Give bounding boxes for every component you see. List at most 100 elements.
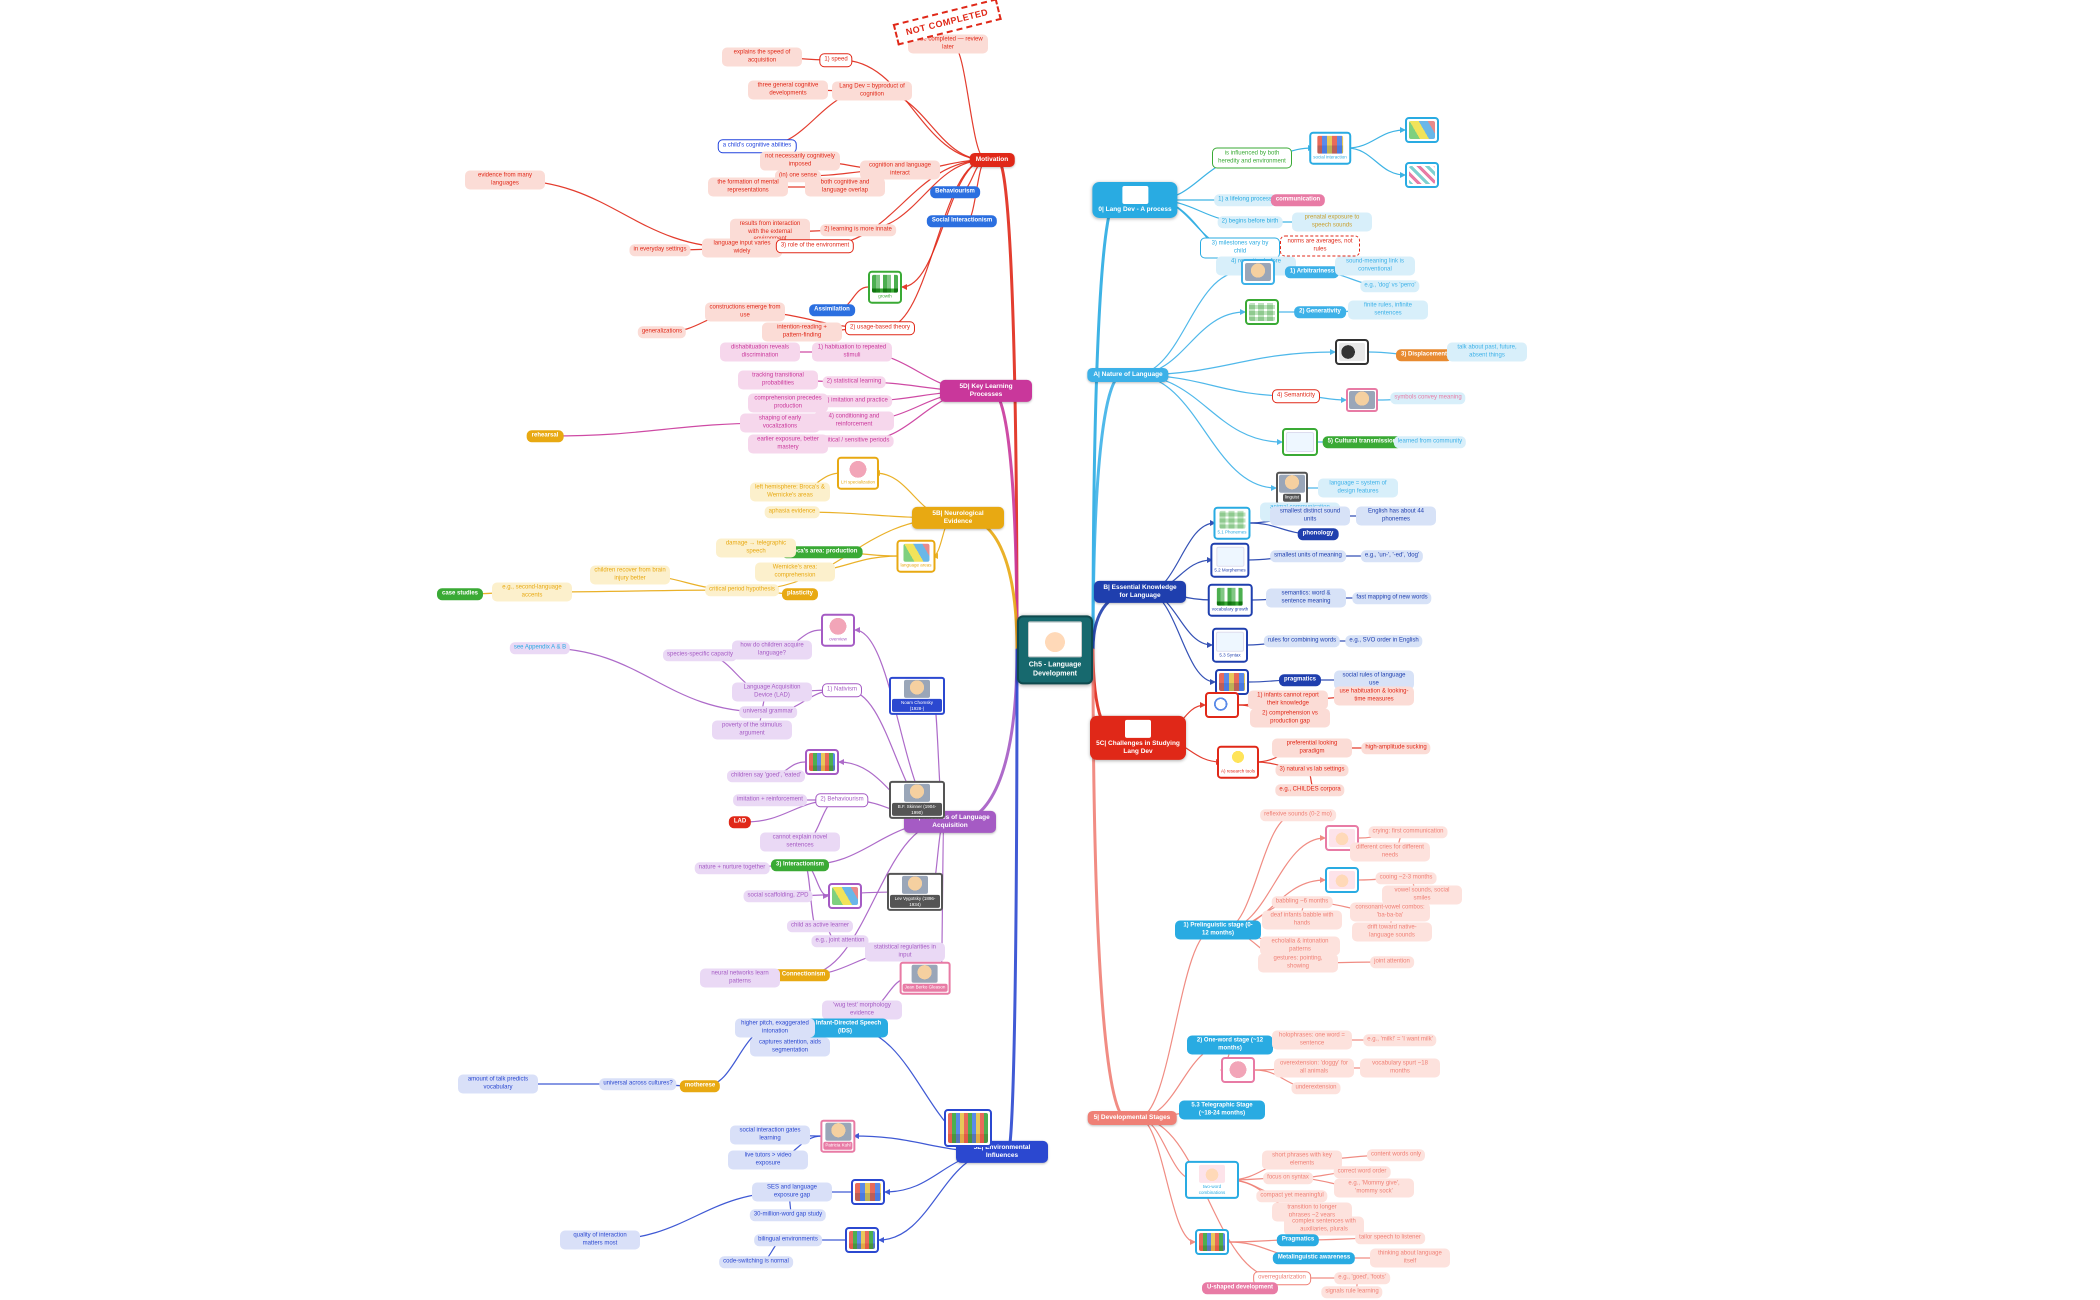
mindmap-node-b3[interactable]: English has about 44 phonemes	[1356, 506, 1436, 526]
mindmap-node-s11[interactable]: deaf infants babble with hands	[1262, 910, 1342, 930]
mindmap-node-c4[interactable]: 2) comprehension vs production gap	[1250, 708, 1330, 728]
mindmap-node-m23[interactable]: intention-reading + pattern-finding	[762, 322, 842, 342]
mindmap-node-m21[interactable]: 2) usage-based theory	[844, 321, 916, 335]
mindmap-node-t19[interactable]	[828, 883, 862, 909]
mindmap-node-n2[interactable]: left hemisphere: Broca's & Wernicke's ar…	[750, 482, 830, 502]
mindmap-node-m4[interactable]: Lang Dev = byproduct of cognition	[832, 81, 912, 101]
mindmap-node-m8[interactable]: cognition and language interact	[860, 160, 940, 180]
mindmap-node-t26[interactable]: 'wug test' morphology evidence	[822, 1000, 902, 1020]
branch-label-keylearning[interactable]: 5D| Key Learning Processes	[940, 379, 1032, 403]
mindmap-node-m12[interactable]: 2) learning is more innate	[820, 224, 896, 236]
branch-label-essential[interactable]: B| Essential Knowledge for Language	[1094, 580, 1186, 604]
mindmap-node-a16[interactable]: learned from community	[1393, 436, 1467, 448]
mindmap-node-c1[interactable]	[1205, 692, 1239, 718]
mindmap-node-e7[interactable]: Patricia Kuhl	[820, 1119, 856, 1153]
mindmap-node-p11[interactable]: norms are averages, not rules	[1280, 235, 1360, 257]
mindmap-node-p4[interactable]	[1405, 162, 1439, 188]
mindmap-node-e15[interactable]: code-switching is normal	[719, 1256, 793, 1268]
mindmap-node-a9[interactable]: 3) Displacement	[1395, 349, 1453, 361]
mindmap-node-b10[interactable]: fast mapping of new words	[1352, 592, 1432, 604]
mindmap-node-t17[interactable]: nature + nurture together	[694, 862, 770, 874]
mindmap-node-s12[interactable]: drift toward native-language sounds	[1352, 922, 1432, 942]
mindmap-node-s13[interactable]: echolalia & intonation patterns	[1260, 936, 1340, 956]
mindmap-node-n9[interactable]: plasticity	[781, 588, 819, 600]
mindmap-node-t12[interactable]: 2) Behaviourism	[815, 793, 869, 807]
branch-label-neuro[interactable]: 5B| Neurological Evidence	[912, 506, 1004, 530]
mindmap-node-e8[interactable]: social interaction gates learning	[730, 1125, 810, 1145]
mindmap-node-s23[interactable]: vocabulary spurt ~18 months	[1360, 1058, 1440, 1078]
mindmap-node-s24[interactable]: 5.3 Telegraphic Stage (~18-24 months)	[1179, 1100, 1265, 1120]
mindmap-node-m10[interactable]: both cognitive and language overlap	[805, 177, 885, 197]
mindmap-node-s7[interactable]: cooing ~2-3 months	[1375, 872, 1437, 884]
central-topic[interactable]: Ch5 - Language Development	[1017, 615, 1093, 685]
mindmap-node-s33[interactable]: complex sentences with auxiliaries, plur…	[1284, 1216, 1364, 1236]
mindmap-node-a1[interactable]	[1241, 259, 1275, 285]
mindmap-node-s41[interactable]: U-shaped development	[1201, 1282, 1279, 1294]
mindmap-node-s4[interactable]: reflexive sounds (0-2 mo)	[1260, 809, 1336, 821]
mindmap-node-p1[interactable]: is influenced by both heredity and envir…	[1212, 147, 1292, 169]
mindmap-node-s20[interactable]	[1221, 1057, 1255, 1083]
mindmap-node-s1[interactable]: 1) Prelinguistic stage (0-12 months)	[1175, 920, 1261, 940]
mindmap-node-k4[interactable]: tracking transitional probabilities	[738, 370, 818, 390]
mindmap-node-b16[interactable]: social rules of language use	[1334, 670, 1414, 690]
mindmap-node-m1[interactable]: explains the speed of acquisition	[722, 47, 802, 67]
mindmap-node-t11[interactable]: B.F. Skinner (1904-1990)	[889, 780, 945, 820]
mindmap-node-a17[interactable]: linguist	[1276, 471, 1308, 505]
mindmap-node-c6[interactable]: preferential looking paradigm	[1272, 738, 1352, 758]
mindmap-node-t6[interactable]: universal grammar	[739, 706, 797, 718]
mindmap-node-a10[interactable]: talk about past, future, absent things	[1447, 342, 1527, 362]
mindmap-node-k10[interactable]: earlier exposure, better mastery	[748, 434, 828, 454]
mindmap-node-t1[interactable]: overview	[821, 613, 855, 647]
mindmap-node-t7[interactable]: poverty of the stimulus argument	[712, 720, 792, 740]
mindmap-node-k9[interactable]: critical / sensitive periods	[818, 435, 894, 447]
mindmap-node-e2[interactable]: higher pitch, exaggerated intonation	[735, 1018, 815, 1038]
mindmap-node-t14[interactable]: LAD	[728, 816, 752, 828]
mindmap-node-c8[interactable]: 3) natural vs lab settings	[1275, 764, 1349, 776]
mindmap-node-t15[interactable]: cannot explain novel sentences	[760, 832, 840, 852]
mindmap-node-a3[interactable]: sound-meaning link is conventional	[1335, 256, 1415, 276]
mindmap-node-c7[interactable]: high-amplitude sucking	[1361, 742, 1431, 754]
mindmap-node-t4[interactable]: 1) Nativism	[821, 683, 863, 697]
mindmap-node-b4[interactable]: phonology	[1297, 528, 1339, 540]
mindmap-node-a2[interactable]: 1) Arbitrariness	[1284, 266, 1340, 278]
mindmap-node-t25[interactable]: Jean Berko Gleason	[899, 961, 951, 995]
mindmap-node-e5[interactable]: universal across cultures?	[599, 1078, 677, 1090]
mindmap-node-p9[interactable]: prenatal exposure to speech sounds	[1292, 212, 1372, 232]
mindmap-node-m29[interactable]: evidence from many languages	[465, 170, 545, 190]
mindmap-node-m17[interactable]: language input varies widely	[702, 238, 782, 258]
mindmap-node-m22[interactable]: constructions emerge from use	[705, 302, 785, 322]
branch-label-stages[interactable]: 5| Developmental Stages	[1087, 1110, 1177, 1126]
mindmap-node-m3[interactable]: three general cognitive developments	[748, 80, 828, 100]
mindmap-node-a7[interactable]: finite rules, infinite sentences	[1348, 300, 1428, 320]
mindmap-node-b9[interactable]: semantics: word & sentence meaning	[1266, 588, 1346, 608]
mindmap-node-m24[interactable]: generalizations	[637, 326, 687, 338]
mindmap-node-a6[interactable]: 2) Generativity	[1294, 306, 1346, 318]
mindmap-node-k6[interactable]: comprehension precedes production	[748, 393, 828, 413]
mindmap-node-k11[interactable]: rehearsal	[526, 430, 564, 442]
mindmap-node-b14[interactable]	[1215, 669, 1249, 695]
mindmap-node-t16[interactable]: 3) Interactionism	[770, 859, 830, 871]
mindmap-node-e16[interactable]: quality of interaction matters most	[560, 1230, 640, 1250]
mindmap-node-t3[interactable]: Noam Chomsky (1928-)	[889, 676, 945, 716]
mindmap-node-s17[interactable]: 2) One-word stage (~12 months)	[1187, 1035, 1273, 1055]
mindmap-node-a8[interactable]	[1335, 339, 1369, 365]
mindmap-node-n1[interactable]: LH specialization	[836, 456, 880, 490]
mindmap-node-s10[interactable]: consonant-vowel combos: 'ba-ba-ba'	[1350, 902, 1430, 922]
mindmap-node-k2[interactable]: dishabituation reveals discrimination	[720, 342, 800, 362]
mindmap-node-s2[interactable]	[1325, 825, 1359, 851]
mindmap-node-n7[interactable]: Wernicke's area: comprehension	[755, 562, 835, 582]
mindmap-node-b11[interactable]: 5.3 Syntax	[1212, 627, 1248, 663]
mindmap-node-m9[interactable]: the formation of mental representations	[708, 177, 788, 197]
mindmap-node-e1[interactable]: 1) Infant-Directed Speech (IDS)	[802, 1018, 888, 1038]
mindmap-node-p8[interactable]: 2) begins before birth	[1217, 216, 1283, 228]
mindmap-node-s5[interactable]: different cries for different needs	[1350, 842, 1430, 862]
mindmap-node-m5[interactable]: a child's cognitive abilities	[717, 139, 797, 153]
mindmap-node-t24[interactable]: neural networks learn patterns	[700, 968, 780, 988]
mindmap-node-s40[interactable]: e.g., 'goed', 'foots'	[1334, 1272, 1390, 1284]
mindmap-node-n4[interactable]: language areas	[896, 539, 936, 573]
mindmap-node-t18[interactable]: Lev Vygotsky (1896-1934)	[887, 872, 943, 912]
mindmap-node-n10[interactable]: e.g., second-language accents	[492, 582, 572, 602]
mindmap-node-k8[interactable]: shaping of early vocalizations	[740, 413, 820, 433]
mindmap-node-c2[interactable]: 1) infants cannot report their knowledge	[1248, 690, 1328, 710]
mindmap-node-t2[interactable]: how do children acquire language?	[732, 640, 812, 660]
